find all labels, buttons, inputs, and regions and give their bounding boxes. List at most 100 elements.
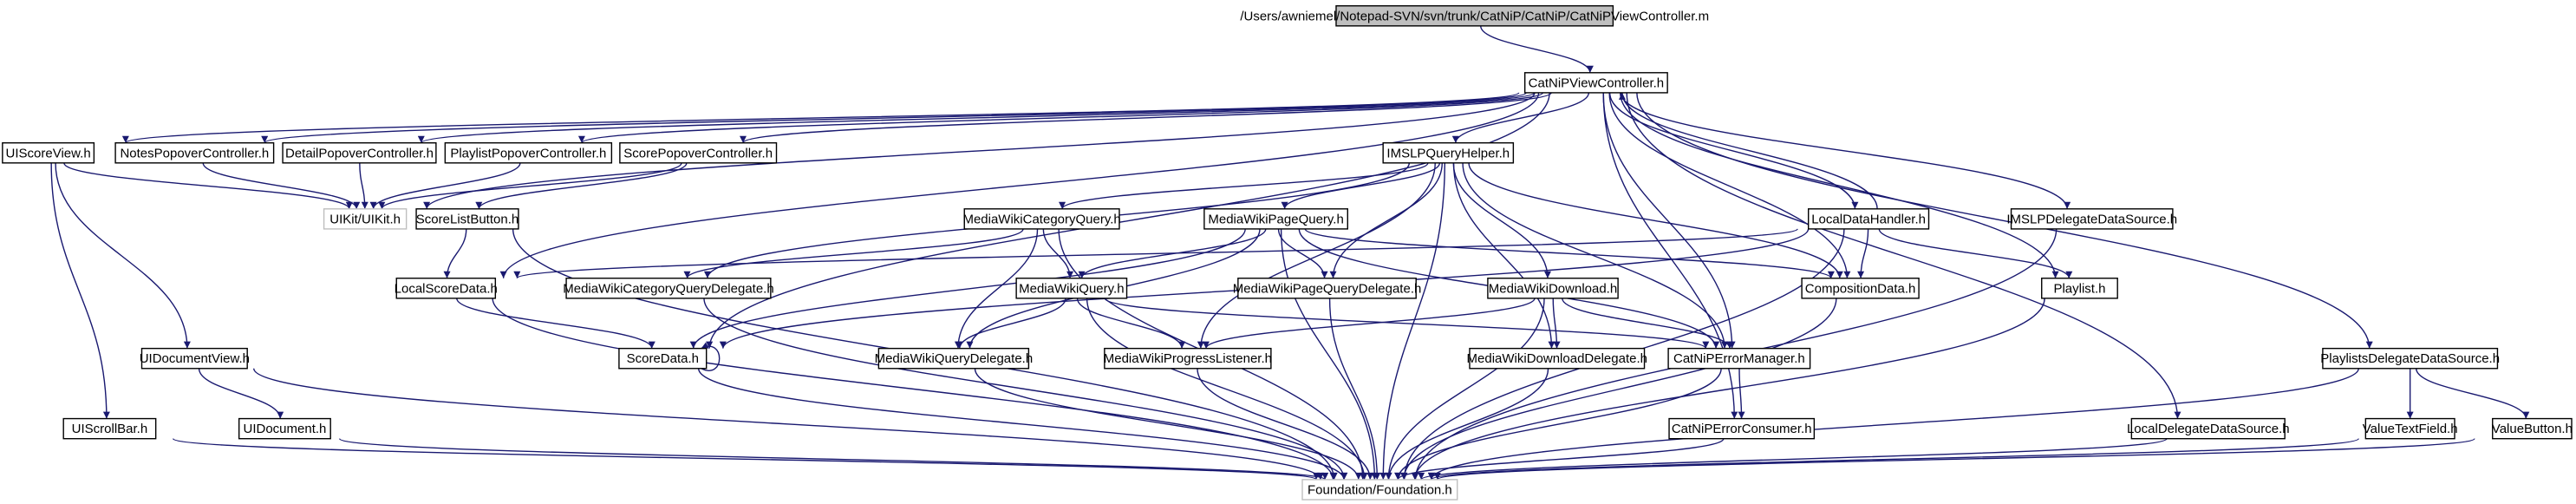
node-box[interactable]	[1382, 142, 1515, 164]
node-box[interactable]	[1808, 208, 1930, 230]
node-label: LocalDataHandler.h	[1811, 212, 1926, 226]
node-box[interactable]	[619, 142, 778, 164]
node-box[interactable]	[1469, 347, 1646, 370]
node-foundation[interactable]: Foundation/Foundation.h	[1301, 479, 1458, 501]
node-box[interactable]	[1487, 278, 1619, 299]
node-imslpqueryhelper[interactable]: IMSLPQueryHelper.h	[1382, 142, 1515, 164]
node-notespopover[interactable]: NotesPopoverController.h	[114, 142, 275, 164]
node-box[interactable]	[2322, 347, 2499, 370]
edge-mwcatquerydelegate-to-foundation	[703, 298, 1348, 480]
node-box[interactable]	[963, 208, 1120, 230]
node-box[interactable]	[1668, 417, 1816, 440]
node-box[interactable]	[140, 347, 248, 370]
node-mwcategoryquery[interactable]: MediaWikiCategoryQuery.h	[962, 208, 1121, 230]
edge-imslpqueryhelper-to-mwcategoryquery	[1059, 162, 1429, 210]
node-valuetextfield[interactable]: ValueTextField.h	[2363, 417, 2458, 440]
node-box[interactable]	[2041, 278, 2118, 299]
node-box[interactable]	[1015, 278, 1128, 299]
node-mwquerydelegate[interactable]: MediaWikiQueryDelegate.h	[875, 347, 1034, 370]
node-box[interactable]	[1523, 72, 1668, 94]
node-box[interactable]	[2130, 417, 2286, 440]
edge-scorelistbutton-to-localscoredata	[443, 228, 467, 278]
node-scorepopover[interactable]: ScorePopoverController.h	[619, 142, 778, 164]
edge-detailpopover-to-uikit	[359, 162, 368, 209]
node-mwdownload[interactable]: MediaWikiDownload.h	[1487, 278, 1619, 299]
edge-catniperrormanager-to-foundation	[1394, 368, 1722, 480]
node-playlistpopover[interactable]: PlaylistPopoverController.h	[444, 142, 613, 164]
node-box[interactable]	[238, 417, 331, 440]
edge-scoredata-to-scoredata	[701, 342, 721, 371]
node-uidocument[interactable]: UIDocument.h	[238, 417, 331, 440]
edge-playlistsdelegateds-to-foundation	[1427, 368, 2359, 481]
node-label: CompositionData.h	[1805, 281, 1916, 296]
node-box[interactable]	[2, 142, 95, 164]
node-mwcatquerydelegate[interactable]: MediaWikiCategoryQueryDelegate.h	[563, 278, 774, 299]
node-box[interactable]	[1801, 278, 1920, 299]
node-root[interactable]: /Users/awniemel/Notepad-SVN/svn/trunk/Ca…	[1240, 5, 1709, 27]
edge-uidocumentview-to-uidocument	[198, 368, 284, 419]
node-mwquery[interactable]: MediaWikiQuery.h	[1015, 278, 1128, 299]
node-box[interactable]	[62, 417, 157, 440]
node-box[interactable]	[877, 347, 1030, 370]
node-box[interactable]	[1104, 347, 1272, 370]
node-scoredata[interactable]: ScoreData.h	[618, 347, 708, 370]
node-playlist[interactable]: Playlist.h	[2041, 278, 2118, 299]
node-scorelistbutton[interactable]: ScoreListButton.h	[415, 208, 519, 230]
node-catnipvc[interactable]: CatNiPViewController.h	[1523, 72, 1668, 94]
node-box[interactable]	[2492, 417, 2573, 440]
edge-localdatahandler-to-playlist	[1878, 228, 2073, 278]
node-catniperrormanager[interactable]: CatNiPErrorManager.h	[1667, 347, 1811, 370]
node-compositiondata[interactable]: CompositionData.h	[1801, 278, 1920, 299]
node-catniperrorconsumer[interactable]: CatNiPErrorConsumer.h	[1668, 417, 1816, 440]
node-label: CatNiPViewController.h	[1529, 75, 1664, 90]
node-mwpagequerydelegate[interactable]: MediaWikiPageQueryDelegate.h	[1233, 278, 1422, 299]
edge-notespopover-to-uikit	[202, 162, 361, 210]
node-label: MediaWikiPageQueryDelegate.h	[1233, 281, 1422, 296]
node-label: MediaWikiDownload.h	[1489, 281, 1617, 296]
node-box[interactable]	[565, 278, 772, 299]
node-imslpdelegateds[interactable]: IMSLPDelegateDataSource.h	[2006, 208, 2177, 230]
edge-mwdownload-to-mwdownloaddelegate	[1552, 298, 1561, 349]
node-box[interactable]	[618, 347, 708, 370]
edge-mwdownload-to-catniperrormanager	[1562, 298, 1734, 349]
node-localdatahandler[interactable]: LocalDataHandler.h	[1808, 208, 1930, 230]
edge-uiscoreview-to-uiscrollbar	[50, 162, 110, 419]
node-box[interactable]	[2010, 208, 2174, 230]
node-box[interactable]	[323, 208, 408, 230]
node-localdelegateds[interactable]: LocalDelegateDataSource.h	[2127, 417, 2290, 440]
node-mwdownloaddelegate[interactable]: MediaWikiDownloadDelegate.h	[1467, 347, 1647, 370]
edge-uiscoreview-to-uikit	[63, 162, 353, 210]
node-box[interactable]	[1203, 208, 1348, 230]
node-box[interactable]	[2364, 417, 2455, 440]
node-valuebutton[interactable]: ValueButton.h	[2492, 417, 2573, 440]
edge-uiscoreview-to-uidocumentview	[55, 162, 191, 349]
edge-catnipvc-to-detailpopover	[418, 92, 1536, 144]
node-box[interactable]	[415, 208, 519, 230]
node-uiscoreview[interactable]: UIScoreView.h	[2, 142, 95, 164]
node-label: MediaWikiProgressListener.h	[1104, 351, 1272, 366]
edge-mwquery-to-catniperrormanager	[1104, 298, 1710, 350]
node-label: UIScoreView.h	[6, 146, 91, 160]
node-box[interactable]	[114, 142, 275, 164]
edge-catniperrormanager-to-catniperrorconsumer	[1738, 368, 1745, 419]
node-detailpopover[interactable]: DetailPopoverController.h	[282, 142, 437, 164]
node-mwpagequery[interactable]: MediaWikiPageQuery.h	[1203, 208, 1348, 230]
edge-localscoredata-to-foundation	[492, 298, 1337, 480]
node-uiscrollbar[interactable]: UIScrollBar.h	[62, 417, 157, 440]
node-box[interactable]	[1335, 5, 1614, 27]
node-playlistsdelegateds[interactable]: PlaylistsDelegateDataSource.h	[2320, 347, 2500, 370]
edge-catnipvc-to-notespopover	[261, 92, 1527, 144]
edge-mwcategoryquery-to-mwquerydelegate	[954, 228, 1039, 349]
node-uidocumentview[interactable]: UIDocumentView.h	[140, 347, 250, 370]
node-box[interactable]	[1667, 347, 1811, 370]
node-localscoredata[interactable]: LocalScoreData.h	[395, 278, 498, 299]
node-uikit[interactable]: UIKit/UIKit.h	[323, 208, 408, 230]
node-box[interactable]	[282, 142, 437, 164]
edge-catnipvc-to-localdelegateds	[1626, 92, 2181, 419]
node-mwprogresslistener[interactable]: MediaWikiProgressListener.h	[1104, 347, 1272, 370]
node-box[interactable]	[1237, 278, 1417, 299]
node-box[interactable]	[1301, 479, 1458, 501]
edge-localscoredata-to-scoredata	[456, 298, 655, 349]
node-box[interactable]	[395, 278, 497, 299]
node-box[interactable]	[444, 142, 613, 164]
